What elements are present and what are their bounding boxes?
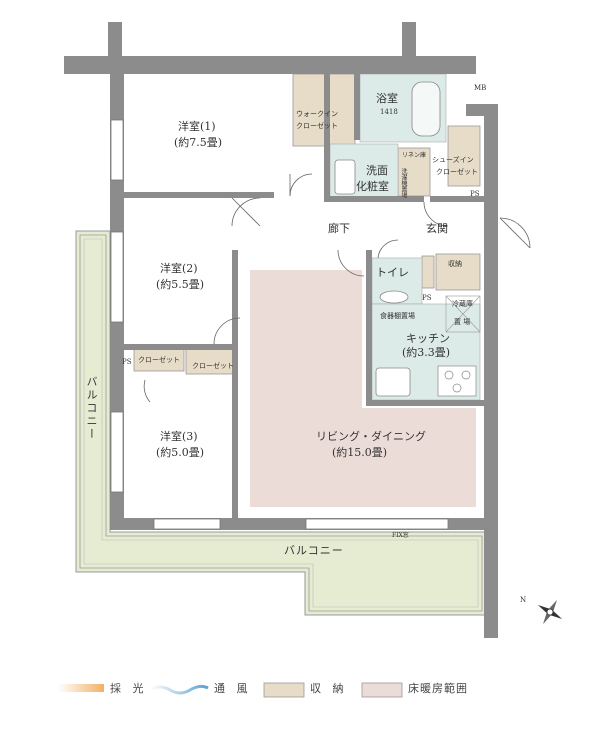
fix-window-label: FIX窓 (392, 532, 409, 539)
walkin-closet-label-1: ウォークイン (296, 110, 338, 118)
bathroom-size: 1418 (380, 108, 398, 116)
ps-label-entrance: PS (470, 190, 480, 198)
washbasin-icon (334, 159, 356, 195)
western-room-2-name: 洋室(2) (160, 262, 198, 275)
ps-label-room2: PS (122, 358, 132, 366)
stove-icon (437, 365, 477, 397)
floor-heating-area-2 (250, 408, 476, 507)
legend-floor-heating-label: 床暖房範囲 (408, 682, 468, 695)
compass-north-label: N (520, 596, 527, 604)
washroom-label-2: 化粧室 (356, 180, 389, 193)
fridge-space-label-1: 冷蔵庫 (452, 300, 473, 308)
western-room-3-name: 洋室(3) (160, 430, 198, 443)
side-balcony-label: バルコニー (85, 376, 98, 441)
legend-storage-label: 収 納 (310, 682, 348, 695)
legend-lighting-label: 採 光 (110, 682, 148, 695)
wind-arrow-icon (149, 684, 209, 695)
mb-label: MB (474, 84, 487, 92)
compass-icon (537, 599, 563, 625)
dish-shelf-label: 食器棚置場 (380, 312, 415, 320)
shoe-closet-label-1: シューズイン (432, 156, 474, 164)
bathtub-icon (411, 81, 441, 137)
washroom-label-1: 洗面 (366, 164, 388, 177)
fridge-space-label-2: 置 場 (454, 318, 471, 326)
washer-space-label: 洗濯機置場 (400, 168, 407, 198)
kitchen-name: キッチン (406, 332, 450, 345)
storage-swatch (263, 682, 305, 698)
western-room-2-size: (約5.5畳) (156, 278, 205, 291)
door-swings (143, 173, 531, 403)
western-room-1-size: (約7.5畳) (174, 136, 223, 149)
legend-ventilation-label: 通 風 (214, 682, 252, 695)
corridor-label: 廊下 (328, 222, 350, 235)
closet-label-room3: クローゼット (192, 362, 234, 370)
shoe-closet-label-2: クローゼット (436, 168, 478, 176)
western-room-1-name: 洋室(1) (178, 120, 216, 133)
fridge-space-icon (445, 295, 481, 333)
bottom-balcony-label: バルコニー (284, 544, 344, 557)
bathroom-name: 浴室 (376, 92, 398, 105)
linen-storage-label: リネン庫 (402, 152, 427, 159)
living-dining-name: リビング・ダイニング (316, 430, 426, 443)
toilet-label: トイレ (376, 266, 409, 279)
floor-heating-swatch (361, 682, 403, 698)
closet-label-room2: クローゼット (138, 356, 180, 364)
windows (110, 119, 449, 530)
toilet-icon (379, 290, 409, 304)
ps-label-toilet: PS (422, 294, 432, 302)
light-arrow-icon (58, 684, 104, 692)
walkin-closet-label-2: クローゼット (296, 122, 338, 130)
sink-icon (375, 367, 411, 397)
living-dining-size: (約15.0畳) (332, 446, 388, 459)
storage-label: 収納 (448, 260, 462, 268)
entrance-label: 玄関 (426, 222, 448, 235)
kitchen-size: (約3.3畳) (402, 346, 451, 359)
western-room-3-size: (約5.0畳) (156, 446, 205, 459)
floor-heating-area (250, 270, 362, 410)
